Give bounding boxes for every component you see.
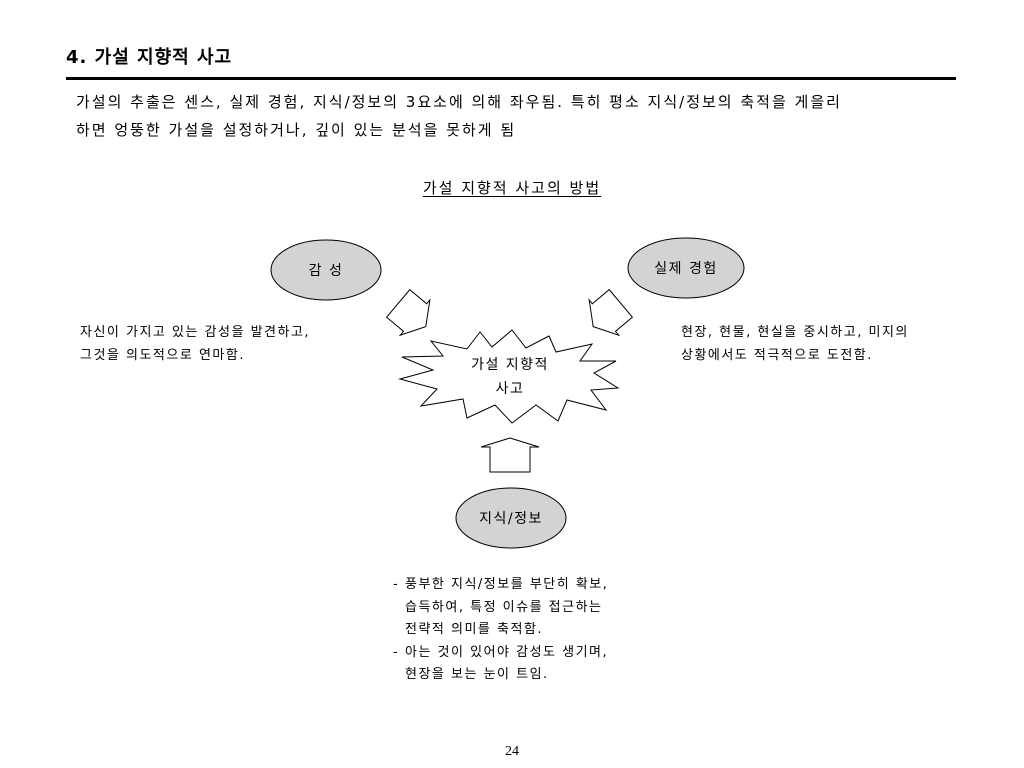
- bullet-line: -아는 것이 있어야 감성도 생기며,: [393, 642, 713, 665]
- bullet-line: 전략적 의미를 축적함.: [393, 619, 713, 642]
- node-ellipse-experience: [627, 237, 745, 299]
- node-ellipse-sense: [270, 239, 382, 301]
- arrow-knowledge-to-center: [480, 437, 540, 473]
- node-ellipse-knowledge: [455, 487, 567, 549]
- node-label-knowledge: 지식/정보: [479, 511, 543, 527]
- bullet-text: 풍부한 지식/정보를 부단히 확보,: [405, 577, 609, 592]
- bullet-text: 전략적 의미를 축적함.: [405, 622, 544, 637]
- sense-description: 자신이 가지고 있는 감성을 발견하고, 그것을 의도적으로 연마함.: [80, 324, 375, 374]
- description-line: 상황에서도 적극적으로 도전함.: [681, 348, 873, 363]
- bullet-line: 습득하여, 특정 이슈를 접근하는: [393, 597, 713, 620]
- diagram-title: 가설 지향적 사고의 방법: [422, 179, 602, 197]
- node-label-experience: 실제 경험: [654, 261, 717, 277]
- center-explosion-shape: [398, 329, 620, 424]
- description-line: 현장, 현물, 현실을 중시하고, 미지의: [681, 325, 909, 340]
- arrow-sense-to-center: [385, 288, 431, 337]
- bullet-marker: -: [393, 577, 398, 592]
- experience-description: 현장, 현물, 현실을 중시하고, 미지의 상황에서도 적극적으로 도전함.: [681, 324, 981, 374]
- bullet-marker: -: [393, 644, 398, 660]
- bullet-text: 습득하여, 특정 이슈를 접근하는: [405, 599, 603, 615]
- page-title: 4. 가설 지향적 사고: [66, 47, 233, 68]
- description-line: 자신이 가지고 있는 감성을 발견하고,: [80, 325, 311, 340]
- bullet-text: 아는 것이 있어야 감성도 생기며,: [405, 644, 609, 660]
- bullet-line: 현장을 보는 눈이 트임.: [393, 664, 713, 687]
- bullet-text: 현장을 보는 눈이 트임.: [405, 667, 549, 682]
- intro-line: 가설의 추출은 센스, 실제 경험, 지식/정보의 3요소에 의해 좌우됨. 특…: [76, 93, 842, 111]
- knowledge-description: -풍부한 지식/정보를 부단히 확보, 습득하여, 특정 이슈를 접근하는 전략…: [393, 574, 713, 689]
- bullet-item: -아는 것이 있어야 감성도 생기며, 현장을 보는 눈이 트임.: [393, 642, 713, 687]
- center-label-line-2: 사고: [496, 381, 525, 397]
- title-divider: [66, 77, 956, 80]
- page-number: 24: [505, 744, 519, 759]
- arrow-experience-to-center: [588, 288, 634, 337]
- center-label-line-1: 가설 지향적: [471, 357, 549, 373]
- bullet-item: -풍부한 지식/정보를 부단히 확보, 습득하여, 특정 이슈를 접근하는 전략…: [393, 574, 713, 642]
- description-line: 그것을 의도적으로 연마함.: [80, 348, 245, 363]
- intro-line: 하면 엉뚱한 가설을 설정하거나, 깊이 있는 분석을 못하게 됨: [76, 121, 517, 139]
- bullet-line: -풍부한 지식/정보를 부단히 확보,: [393, 574, 713, 597]
- node-label-sense: 감 성: [309, 263, 344, 279]
